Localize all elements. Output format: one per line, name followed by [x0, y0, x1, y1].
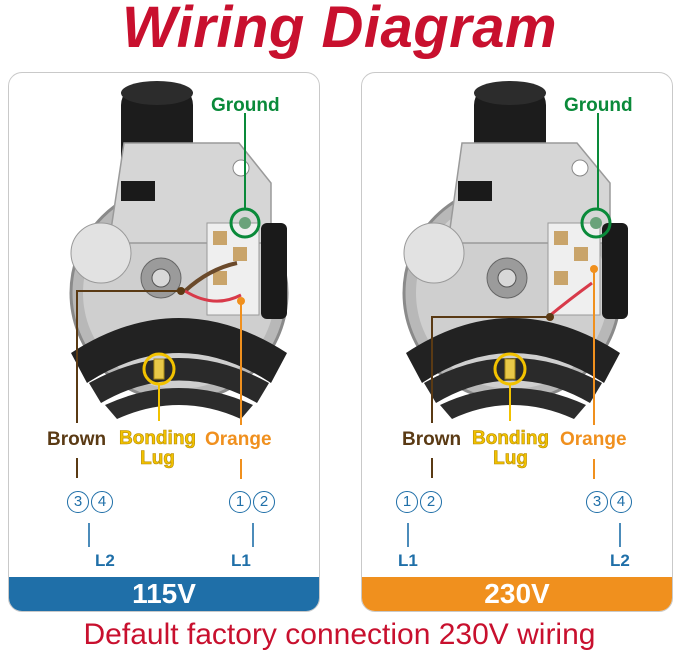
- terminal-circle: 3: [586, 491, 608, 513]
- footer-note: Default factory connection 230V wiring: [83, 618, 596, 651]
- terminal-circle: 1: [229, 491, 251, 513]
- terminal-circle: 3: [67, 491, 89, 513]
- line-label-left: L1: [398, 551, 418, 570]
- terminal-circle: 4: [610, 491, 632, 513]
- panel-230v: Ground Brown Bonding Lug Orange 1 2 3 4 …: [361, 72, 673, 612]
- bonding-lug-label: Bonding Lug: [119, 428, 197, 469]
- terminal-circle: 1: [396, 491, 418, 513]
- line-label-right: L1: [231, 551, 251, 570]
- orange-label: Orange: [560, 429, 627, 450]
- ground-label: Ground: [564, 95, 633, 116]
- voltage-bar-115v: 115V: [9, 577, 319, 611]
- panel-115v: Ground Brown Bonding Lug Orange 3 4 1 2 …: [8, 72, 320, 612]
- orange-label: Orange: [205, 429, 272, 450]
- line-label-right: L2: [610, 551, 630, 570]
- voltage-bar-230v: 230V: [362, 577, 672, 611]
- terminal-circle: 4: [91, 491, 113, 513]
- ground-screw-highlight: [580, 207, 612, 239]
- page-title: Wiring Diagram: [121, 0, 558, 60]
- motor-illustration-115v: [69, 81, 289, 547]
- terminal-circle: 2: [420, 491, 442, 513]
- motor-illustration-230v: [402, 81, 628, 547]
- terminal-circle: 2: [253, 491, 275, 513]
- brown-label: Brown: [402, 429, 462, 450]
- line-label-left: L2: [95, 551, 115, 570]
- ground-label: Ground: [211, 95, 280, 116]
- brown-label: Brown: [47, 429, 107, 450]
- bonding-lug-label: Bonding Lug: [472, 428, 550, 469]
